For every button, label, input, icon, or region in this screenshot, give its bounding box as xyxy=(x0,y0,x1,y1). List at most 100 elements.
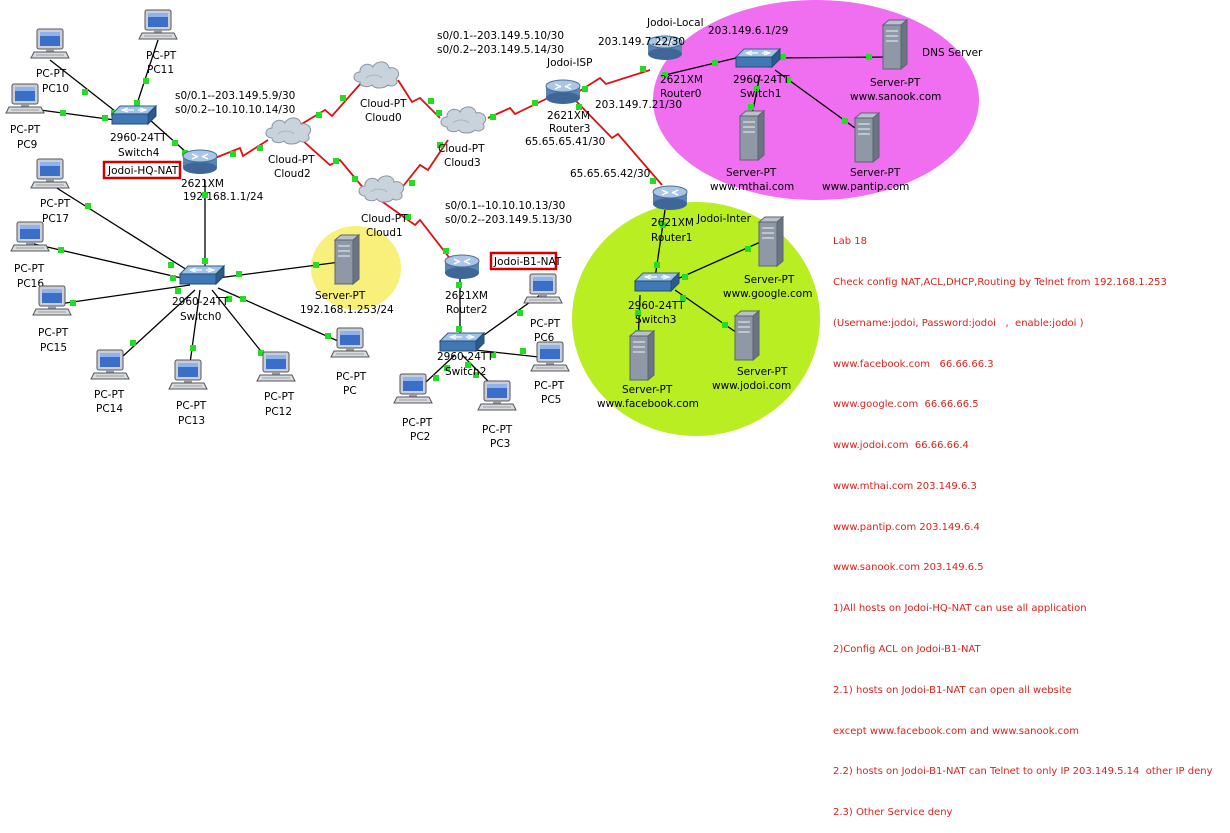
switch0[interactable]: 2960-24TT Switch0 xyxy=(172,265,229,323)
svg-text:192.168.1.1/24: 192.168.1.1/24 xyxy=(183,191,264,203)
svg-text:PC-PT: PC-PT xyxy=(14,263,45,275)
switch2[interactable]: 2960-24TT Switch2 xyxy=(437,332,494,378)
pc10[interactable]: PC-PT PC10 xyxy=(30,28,70,95)
note-line: www.jodoi.com 66.66.66.4 xyxy=(833,440,969,452)
cloud0[interactable]: Cloud-PT Cloud0 xyxy=(353,61,407,124)
svg-text:PC15: PC15 xyxy=(40,342,67,354)
svg-text:Cloud1: Cloud1 xyxy=(366,227,403,239)
note-line: 2.2) hosts on Jodoi-B1-NAT can Telnet to… xyxy=(833,766,1213,778)
note-line: 2.3) Other Service deny xyxy=(833,807,953,819)
router-icon xyxy=(444,254,480,280)
svg-text:PC-PT: PC-PT xyxy=(534,380,565,392)
cloud1[interactable]: Cloud-PT Cloud1 xyxy=(358,175,408,239)
svg-text:Cloud0: Cloud0 xyxy=(365,112,402,124)
pc12[interactable]: PC-PT PC12 xyxy=(256,351,296,418)
router1[interactable]: 2621XM Jodoi-Inter Router1 xyxy=(651,185,752,244)
router-icon xyxy=(182,149,218,175)
svg-text:Switch1: Switch1 xyxy=(740,88,781,100)
pc-icon xyxy=(256,351,296,382)
router3[interactable]: Jodoi-ISP 2621XM Router3 xyxy=(545,57,592,135)
server-icon xyxy=(734,310,760,361)
svg-text:www.facebook.com: www.facebook.com xyxy=(597,398,699,410)
pc3[interactable]: PC-PT PC3 xyxy=(477,380,517,450)
isp-s02-label: s0/0.2--203.149.5.14/30 xyxy=(437,44,564,56)
svg-text:PC-PT: PC-PT xyxy=(482,424,513,436)
svg-text:PC-PT: PC-PT xyxy=(36,68,67,80)
pc2[interactable]: PC-PT PC2 xyxy=(393,373,433,443)
pc6[interactable]: PC-PT PC6 xyxy=(523,273,563,344)
svg-text:Server-PT: Server-PT xyxy=(850,167,901,179)
pc16[interactable]: PC-PT PC16 xyxy=(10,221,50,290)
pc15[interactable]: PC-PT PC15 xyxy=(32,285,72,354)
svg-text:PC-PT: PC-PT xyxy=(402,417,433,429)
pc13[interactable]: PC-PT PC13 xyxy=(168,359,208,427)
switch1[interactable]: 2960-24TT Switch1 xyxy=(733,48,790,100)
svg-text:Server-PT: Server-PT xyxy=(744,274,795,286)
pc-icon xyxy=(477,380,517,411)
pc-icon xyxy=(523,273,563,304)
pc-icon xyxy=(138,9,178,40)
cloud3[interactable]: Cloud-PT Cloud3 xyxy=(438,106,487,169)
note-line: www.google.com 66.66.66.5 xyxy=(833,399,979,411)
pc-icon xyxy=(90,349,130,380)
hq-nat-label: Jodoi-HQ-NAT xyxy=(107,165,179,177)
svg-text:PC-PT: PC-PT xyxy=(336,371,367,383)
server-local[interactable]: Server-PT 192.168.1.253/24 xyxy=(300,234,394,316)
svg-text:Cloud2: Cloud2 xyxy=(274,168,311,180)
svg-text:PC3: PC3 xyxy=(490,438,510,450)
server-pantip[interactable]: Server-PT www.pantip.com xyxy=(822,112,909,193)
note-line: www.mthai.com 203.149.6.3 xyxy=(833,480,977,492)
pc17[interactable]: PC-PT PC17 xyxy=(30,158,71,225)
local-lan-label: 203.149.6.1/29 xyxy=(708,25,788,37)
server-sanook[interactable]: DNS Server Server-PT www.sanook.com xyxy=(850,19,983,103)
switch3[interactable]: 2960-24TT Switch3 xyxy=(628,272,685,326)
svg-text:2621XM: 2621XM xyxy=(181,178,224,190)
hq-s02-label: s0/0.2--10.10.10.14/30 xyxy=(175,104,295,116)
svg-text:2621XM: 2621XM xyxy=(445,290,488,302)
svg-text:PC13: PC13 xyxy=(178,415,205,427)
switch4[interactable]: 2960-24TT Switch4 xyxy=(110,105,167,159)
svg-text:192.168.1.253/24: 192.168.1.253/24 xyxy=(300,304,394,316)
switch-icon xyxy=(735,48,781,68)
svg-text:Router3: Router3 xyxy=(549,123,590,135)
server-facebook[interactable]: Server-PT www.facebook.com xyxy=(597,330,699,410)
pc5[interactable]: PC-PT PC5 xyxy=(530,341,570,406)
note-line: www.sanook.com 203.149.6.5 xyxy=(833,562,984,574)
cloud-icon xyxy=(440,106,487,134)
router0[interactable]: Jodoi-Local 2621XM Router0 xyxy=(646,17,704,100)
svg-text:PC-PT: PC-PT xyxy=(530,318,561,330)
router-hq-nat[interactable]: 2621XM 192.168.1.1/24 xyxy=(181,149,264,203)
pc11[interactable]: PC-PT PC11 xyxy=(138,9,178,76)
router2[interactable]: 2621XM Router2 xyxy=(444,254,488,316)
svg-text:PC-PT: PC-PT xyxy=(40,198,71,210)
svg-text:PC-PT: PC-PT xyxy=(176,400,207,412)
switch-icon xyxy=(111,105,157,125)
svg-text:PC5: PC5 xyxy=(541,394,561,406)
svg-text:Jodoi-ISP: Jodoi-ISP xyxy=(546,57,592,69)
pc[interactable]: PC-PT PC xyxy=(330,327,370,397)
pc9[interactable]: PC-PT PC9 xyxy=(5,83,45,151)
server-icon xyxy=(334,234,360,285)
svg-text:www.mthai.com: www.mthai.com xyxy=(710,181,794,193)
note-line: Check config NAT,ACL,DHCP,Routing by Tel… xyxy=(833,276,1167,288)
server-jodoi[interactable]: Server-PT www.jodoi.com xyxy=(712,310,791,392)
svg-text:Jodoi-Local: Jodoi-Local xyxy=(646,17,704,29)
b1-nat-box xyxy=(489,251,558,271)
switch-icon xyxy=(439,332,485,352)
svg-text:Cloud-PT: Cloud-PT xyxy=(438,143,485,155)
pc14[interactable]: PC-PT PC14 xyxy=(90,349,130,415)
server-mthai[interactable]: Server-PT www.mthai.com xyxy=(710,110,794,193)
hq-nat-box xyxy=(102,160,182,180)
cloud2[interactable]: Cloud-PT Cloud2 xyxy=(265,117,315,180)
server-google[interactable]: Server-PT www.google.com xyxy=(723,216,812,300)
svg-text:2621XM: 2621XM xyxy=(660,74,703,86)
svg-text:Router2: Router2 xyxy=(446,304,487,316)
server-icon xyxy=(629,330,655,381)
svg-text:PC: PC xyxy=(343,385,357,397)
note-line: www.facebook.com 66.66.66.3 xyxy=(833,358,994,370)
b1-s01-label: s0/0.1--10.10.10.13/30 xyxy=(445,200,565,212)
isp-local-label: 203.149.7.21/30 xyxy=(595,99,682,111)
hq-s01-label: s0/0.1--203.149.5.9/30 xyxy=(175,90,295,102)
svg-text:Server-PT: Server-PT xyxy=(726,167,777,179)
pc-icon xyxy=(393,373,433,404)
